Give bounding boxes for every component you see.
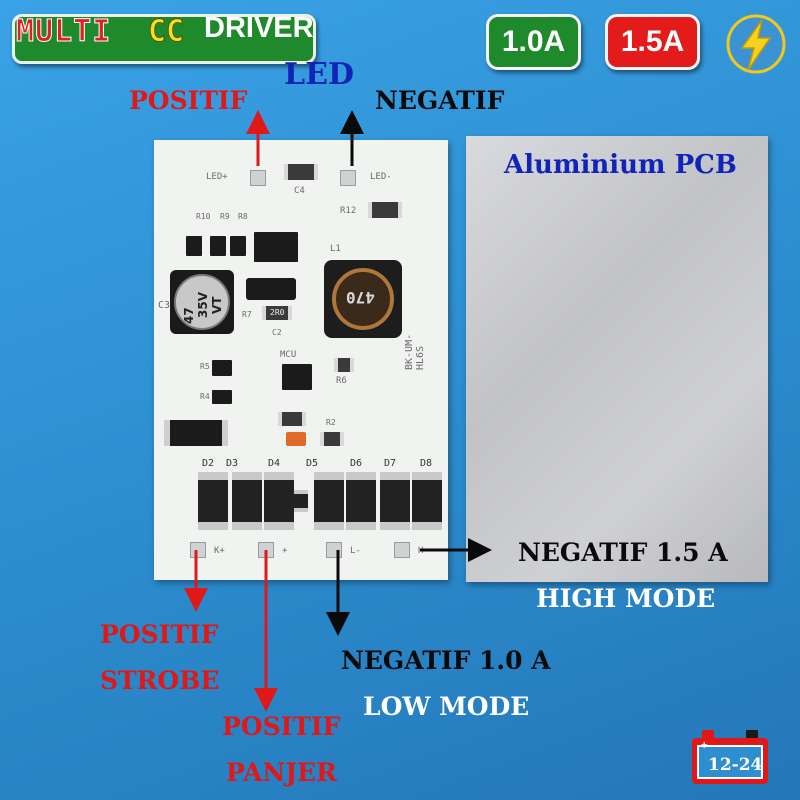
title-driver-text: DRIVER [204,12,314,44]
aluminium-pcb [466,136,768,582]
battery-icon: + 12-24 [690,728,770,788]
diode-d5 [294,490,308,512]
inductor-l1: 470 [324,260,402,338]
silk-r5: R5 [200,362,210,371]
low-mode-label: LOW MODE [363,692,530,721]
svg-text:+: + [700,740,708,751]
diode-d4 [264,472,294,530]
amp-high-badge: 1.5A [605,14,700,70]
silk-r12: R12 [340,206,357,216]
silk-c4: C4 [294,186,305,196]
resistor-r5 [212,360,232,376]
high-mode-label: HIGH MODE [536,584,716,613]
led-indicator [286,432,306,446]
title-cc-text: CC [147,14,185,50]
driver-pcb: LED+ LED- C4 R12 470 L1 47 35V VT C3 [154,140,448,580]
title-badge [12,14,316,64]
mcu-chip [282,364,312,390]
diode-d2 [198,472,228,530]
diode-d6a [314,472,344,530]
silk-d6: D6 [350,458,363,469]
resistor-r8 [230,236,246,256]
diode-d8 [412,472,442,530]
silk-r8: R8 [238,212,248,221]
silk-d3: D3 [226,458,239,469]
silk-mcu: MCU [280,350,297,360]
silk-r2: R2 [326,418,336,427]
diode-schottky [246,278,296,300]
diode-d6b [346,472,376,530]
resistor-r6 [334,358,354,372]
led-label: LED [284,57,354,92]
pad-led-minus [340,170,356,186]
pad-strobe [190,542,206,558]
silk-pad-l: L- [350,546,361,556]
pad-high [394,542,410,558]
silk-led-minus: LED- [370,172,392,182]
title-multi-text: MULTI [15,14,112,50]
resistor-r4 [212,390,232,404]
resistor-2r0 [262,306,292,320]
pad-led-plus [250,170,266,186]
silk-d4: D4 [268,458,281,469]
negatif-10-label: NEGATIF 1.0 A [341,646,551,675]
silk-d8: D8 [420,458,433,469]
silk-r4: R4 [200,392,210,401]
positif-panjer-label-1: POSITIF [222,712,341,741]
silk-l1: L1 [330,244,341,254]
silk-c3: C3 [158,300,171,311]
diode-d3 [232,472,262,530]
electrolytic-cap-c3: 47 35V VT [170,270,234,334]
negatif-15-label: NEGATIF 1.5 A [518,538,728,567]
silk-r6: R6 [336,376,347,386]
silk-2r0: 2R0 [270,308,285,317]
silk-pad-plus: + [282,546,288,556]
negatif-top-label: NEGATIF [375,86,505,115]
silk-d5: D5 [306,458,319,469]
silk-r7: R7 [242,310,252,319]
diode-d7 [380,472,410,530]
resistor-r9 [210,236,226,256]
silk-r10: R10 [196,212,211,221]
silk-d2: D2 [202,458,215,469]
silk-c2: C2 [272,328,282,337]
rectifier-diode [164,420,228,446]
aluminium-pcb-label: Aluminium PCB [504,150,737,180]
amp-low-badge: 1.0A [486,14,581,70]
silk-r9: R9 [220,212,230,221]
mosfet-chip [254,232,298,262]
capacitor-small [278,412,306,426]
positif-strobe-label-1: POSITIF [100,620,219,649]
silk-led-plus: LED+ [206,172,228,182]
lightning-bolt-icon [724,12,788,76]
battery-label: 12-24 [708,755,763,775]
resistor-r12 [368,202,402,218]
capacitor-c4 [284,164,318,180]
silk-d7: D7 [384,458,397,469]
silk-pad-k: K+ [214,546,225,556]
positif-top-label: POSITIF [129,86,248,115]
positif-panjer-label-2: PANJER [226,758,337,787]
resistor-r10 [186,236,202,256]
positif-strobe-label-2: STROBE [100,666,220,695]
resistor-r2 [320,432,344,446]
